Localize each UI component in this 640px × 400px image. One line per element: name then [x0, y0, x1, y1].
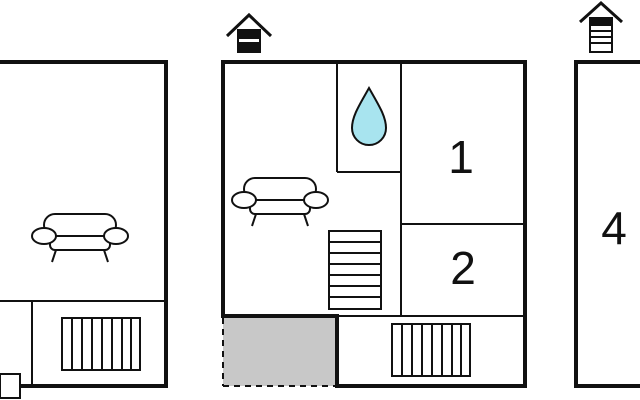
house-icon	[225, 12, 273, 53]
sofa-icon	[31, 213, 129, 263]
center-unit: 1 2	[221, 12, 527, 388]
left-unit	[0, 60, 168, 399]
house-with-stairs-icon	[578, 0, 624, 53]
radiator-icon	[391, 323, 471, 377]
room-label-4: 4	[601, 202, 627, 254]
sofa-icon	[231, 177, 329, 227]
right-unit: 4	[574, 0, 640, 388]
shaded-area	[223, 318, 337, 386]
radiator-icon	[61, 317, 141, 371]
room-label-2: 2	[450, 242, 476, 294]
room-label-1: 1	[448, 131, 474, 183]
stairs-icon	[328, 230, 382, 310]
water-drop-icon	[350, 85, 388, 146]
